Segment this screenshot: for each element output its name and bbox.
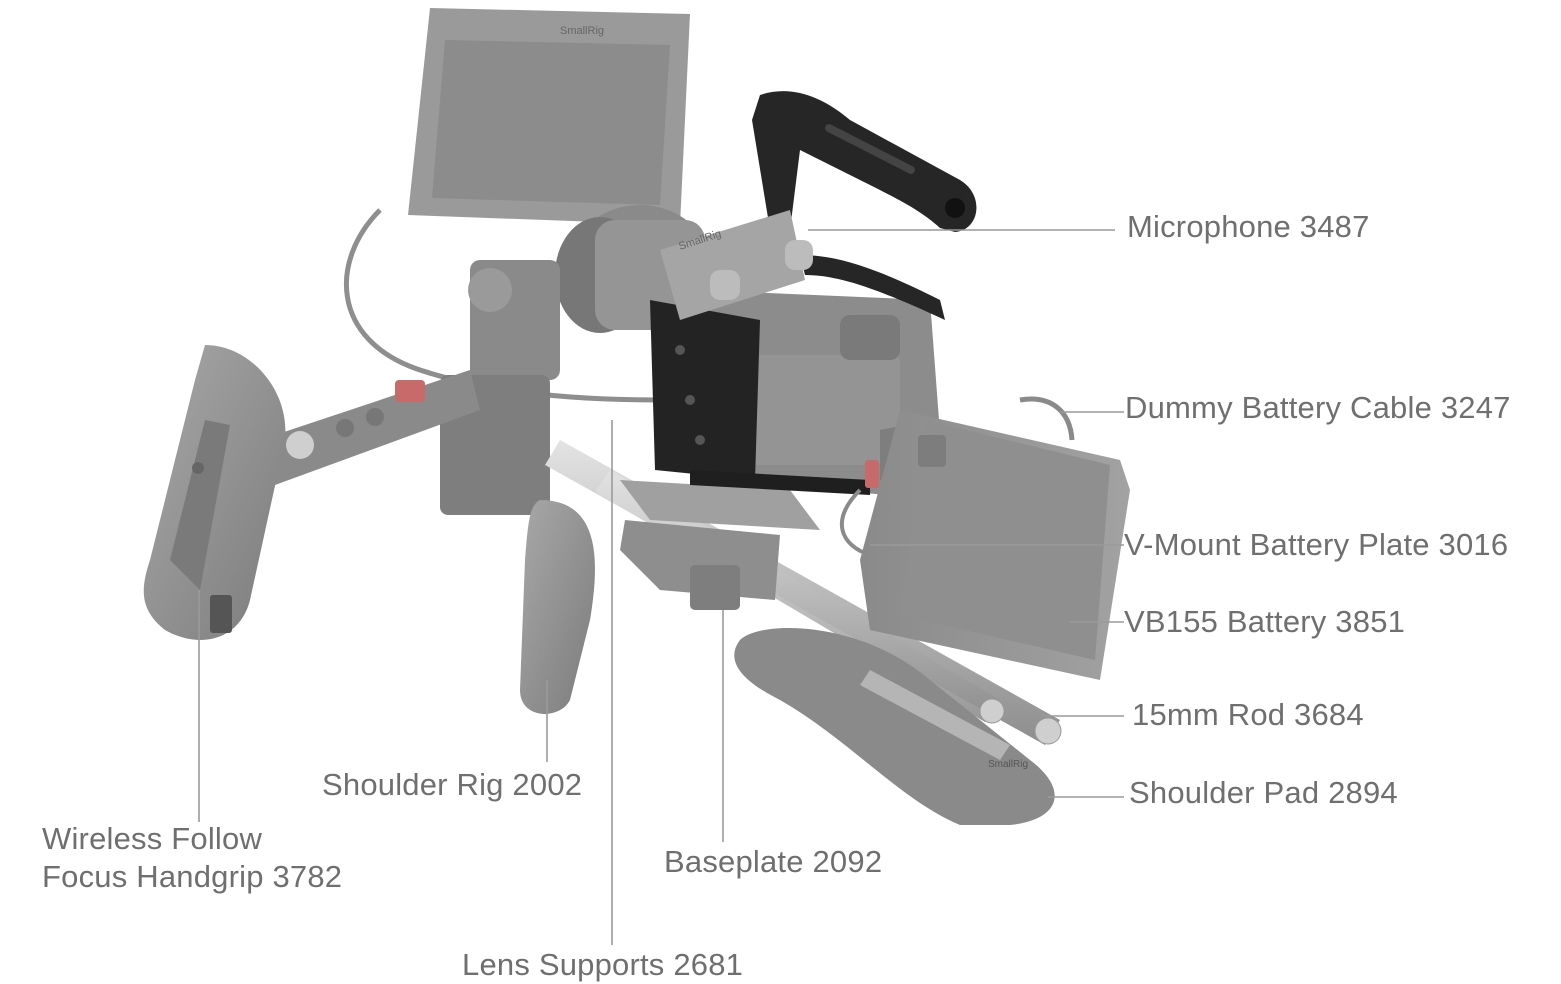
- label-follow-focus-line1: Wireless Follow: [42, 821, 263, 856]
- label-baseplate: Baseplate 2092: [664, 844, 883, 879]
- wireless-follow-focus-handgrip: [143, 345, 286, 640]
- label-v-mount-battery-plate: V-Mount Battery Plate 3016: [1124, 527, 1509, 562]
- label-microphone: Microphone 3487: [1127, 209, 1370, 244]
- monitor: SmallRig: [408, 8, 690, 225]
- top-handle: [752, 91, 977, 232]
- label-15mm-rod: 15mm Rod 3684: [1132, 697, 1364, 732]
- shoulder-rig-handle: [520, 500, 595, 714]
- shoulder-pad: SmallRig: [734, 628, 1055, 825]
- label-follow-focus-line2: Focus Handgrip 3782: [42, 859, 343, 894]
- camera-cage: [650, 255, 945, 495]
- label-vb155-battery: VB155 Battery 3851: [1124, 604, 1406, 639]
- shoulder-pad-brand-mark: SmallRig: [988, 759, 1028, 770]
- handgrip-arm: [260, 370, 480, 485]
- label-lens-supports: Lens Supports 2681: [462, 947, 744, 982]
- label-shoulder-rig: Shoulder Rig 2002: [322, 767, 583, 802]
- baseplate: [620, 480, 820, 610]
- dummy-battery-cable-lower: [840, 488, 871, 557]
- dummy-battery-cable: [1019, 396, 1075, 441]
- label-shoulder-pad: Shoulder Pad 2894: [1129, 775, 1398, 810]
- label-dummy-battery-cable: Dummy Battery Cable 3247: [1125, 390, 1511, 425]
- monitor-cable: [343, 208, 661, 403]
- leader-lines: [198, 229, 1124, 945]
- monitor-brand-mark: SmallRig: [560, 25, 604, 37]
